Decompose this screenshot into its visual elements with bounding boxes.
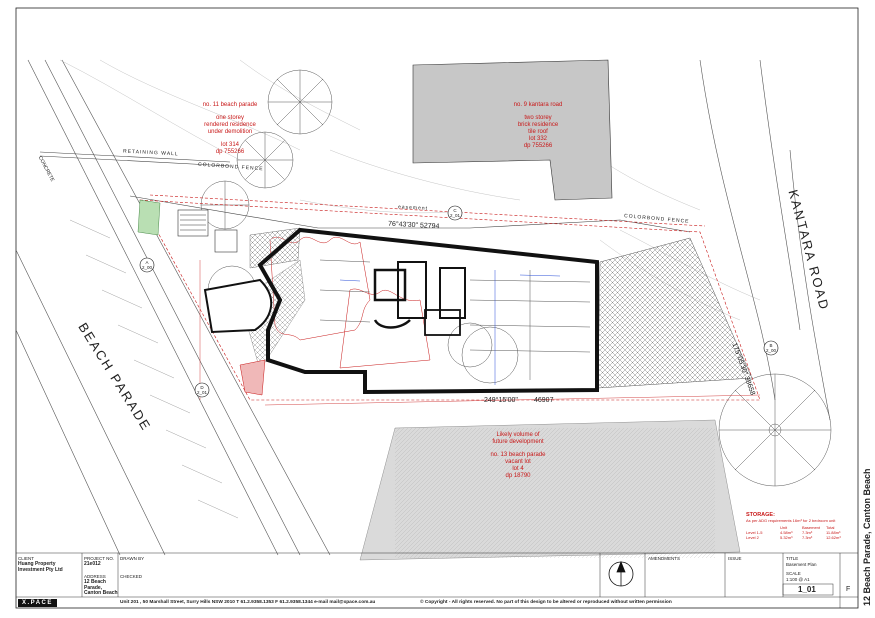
scale-value: 1:100 @ A1 bbox=[786, 577, 810, 582]
title-block-frame bbox=[16, 552, 858, 608]
setback-lines bbox=[139, 194, 761, 401]
storage-title: STORAGE: bbox=[746, 512, 775, 518]
no9-desc3: tile roof bbox=[528, 129, 548, 135]
no13-label: Likely volume of future development no. … bbox=[478, 432, 558, 480]
storage-r1-total: 11.88m³ bbox=[826, 530, 841, 535]
section-marker-a-sheet: 2_00 bbox=[141, 265, 152, 270]
kantara-road bbox=[699, 59, 831, 421]
company-logo: X.PACE bbox=[18, 599, 57, 607]
trees bbox=[200, 69, 832, 487]
north-arrow-icon bbox=[608, 560, 634, 587]
title-label: TITLE bbox=[786, 556, 799, 561]
footer-address: Unit 201 , 50 Marshall Street, Surry Hil… bbox=[120, 600, 376, 605]
address-label: ADDRESS bbox=[84, 574, 106, 579]
storage-r1-level: Level 1-5 bbox=[746, 530, 763, 535]
basement-wall bbox=[257, 227, 599, 395]
entry-ramp bbox=[177, 209, 273, 334]
section-marker-d-id: D bbox=[200, 385, 204, 390]
section-marker-b-sheet: 2_00 bbox=[765, 348, 776, 353]
section-marker-c: C 2_01 bbox=[449, 208, 461, 218]
storage-h-unit: Unit bbox=[780, 525, 788, 530]
boundary-bottom-length: 46907 bbox=[534, 397, 554, 404]
no13-desc: vacant lot bbox=[505, 459, 531, 465]
no13-line1: Likely volume of bbox=[496, 432, 540, 438]
client-label: CLIENT bbox=[18, 556, 35, 561]
storage-h-total: Total bbox=[826, 525, 835, 530]
checked-label: CHECKED bbox=[120, 574, 143, 579]
no9-label: no. 9 kantara road two storey brick resi… bbox=[498, 102, 578, 150]
boundary-bottom-bearing: 249°15'00" bbox=[484, 397, 518, 404]
storage-note: STORAGE: As per ADG requirements 16m³ fo… bbox=[746, 512, 852, 540]
project-no-value: 21e012 bbox=[84, 561, 101, 567]
storage-r2-total: 12.62m³ bbox=[826, 535, 841, 540]
drawing-number: 1_01 bbox=[798, 585, 816, 594]
no13-title: no. 13 beach parade bbox=[490, 452, 546, 458]
amendments-label: AMENDMENTS bbox=[648, 556, 681, 561]
no13-dp: dp 18790 bbox=[505, 473, 531, 479]
storage-r2-unit: 5.32m³ bbox=[780, 535, 793, 540]
scale-label: SCALE bbox=[786, 571, 801, 576]
parking-bays bbox=[319, 259, 591, 380]
storage-h-basement: Basement bbox=[802, 525, 821, 530]
section-marker-b: B 2_00 bbox=[765, 343, 777, 353]
copyright-note: © Copyright - All rights reserved. No pa… bbox=[420, 600, 672, 605]
section-marker-d-sheet: 2_01 bbox=[196, 390, 207, 395]
client-value: Huang Property Investment Pty Ltd bbox=[18, 561, 63, 573]
no11-title: no. 11 beach parade bbox=[202, 102, 258, 108]
address-value: 12 Beach Parade, Canton Beach bbox=[84, 579, 118, 596]
title-value: Basement Plan bbox=[786, 562, 817, 567]
drawn-by-label: DRAWN BY bbox=[120, 556, 145, 561]
issue-label: ISSUE bbox=[728, 556, 742, 561]
section-marker-c-id: C bbox=[453, 208, 457, 213]
no11-desc2: rendered residence bbox=[204, 122, 256, 128]
no11-desc3: under demolition bbox=[207, 129, 253, 135]
no9-lot: lot 332 bbox=[528, 136, 547, 142]
no11-lot: lot 314 bbox=[220, 142, 239, 148]
no9-desc1: two storey bbox=[524, 115, 552, 121]
section-marker-c-sheet: 2_01 bbox=[449, 213, 460, 218]
no9-dp: dp 755266 bbox=[523, 143, 553, 149]
dimension-lines bbox=[199, 260, 761, 406]
storage-r2-basement: 7.3m³ bbox=[802, 535, 813, 540]
section-marker-a-id: A bbox=[145, 260, 149, 265]
no9-desc2: brick residence bbox=[517, 122, 559, 128]
revision-letter: F bbox=[846, 586, 851, 593]
section-marker-a: A 2_00 bbox=[141, 260, 153, 270]
storage-r2-level: Level 2 bbox=[746, 535, 759, 540]
no13-lot: lot 4 bbox=[512, 466, 524, 472]
project-no-label: PROJECT NO. bbox=[84, 556, 115, 561]
section-marker-d: D 2_01 bbox=[196, 385, 208, 395]
section-markers bbox=[139, 205, 779, 398]
section-marker-b-id: B bbox=[769, 343, 773, 348]
side-title: 12 Beach Parade, Canton Beach bbox=[862, 468, 872, 606]
no13-line2: future development bbox=[492, 439, 544, 445]
beach-parade-road bbox=[15, 59, 331, 556]
storage-r1-unit: 4.58m³ bbox=[780, 530, 793, 535]
neighbour-building-no9 bbox=[412, 59, 613, 201]
storage-text: As per ADG requirements 16m³ for 2 bedro… bbox=[746, 518, 836, 523]
services-lines bbox=[339, 270, 561, 385]
no9-title: no. 9 kantara road bbox=[513, 102, 563, 108]
no11-dp: dp 755266 bbox=[215, 149, 245, 155]
no11-label: no. 11 beach parade one storey rendered … bbox=[190, 102, 270, 156]
no11-desc1: one storey bbox=[215, 115, 245, 121]
storage-r1-basement: 7.3m³ bbox=[802, 530, 813, 535]
